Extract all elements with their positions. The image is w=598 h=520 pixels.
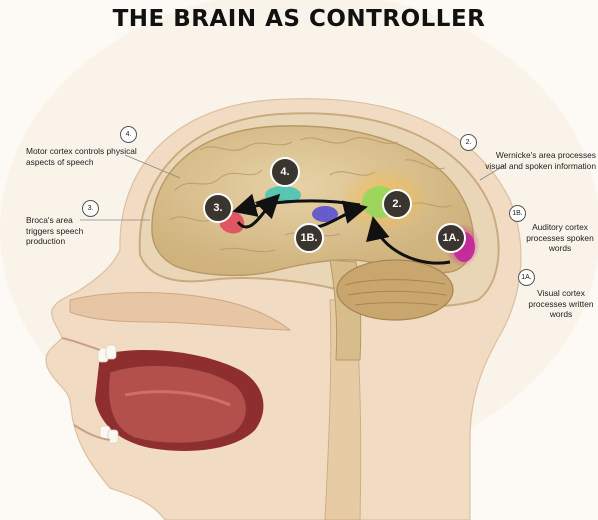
callout-number: 2. (460, 134, 477, 151)
callout-motor-cortex: 4. (120, 126, 270, 146)
badge-1a-label: 1A. (442, 232, 459, 244)
badge-2-label: 2. (392, 198, 401, 210)
badge-4: 4. (271, 158, 299, 186)
page-title: THE BRAIN AS CONTROLLER (0, 6, 598, 32)
callout-visual: 1A. (518, 269, 558, 289)
badge-1b: 1B. (295, 224, 323, 252)
badge-3: 3. (204, 194, 232, 222)
badge-3-label: 3. (213, 202, 222, 214)
callout-number: 4. (120, 126, 137, 143)
badge-1a: 1A. (437, 224, 465, 252)
callout-motor-cortex-text: Motor cortex controls physical aspects o… (26, 146, 138, 167)
callout-number: 1B. (509, 205, 526, 222)
callout-visual-text: Visual cortex processes written words (526, 288, 596, 320)
cerebellum (337, 260, 453, 320)
callout-auditory-text: Auditory cortex processes spoken words (522, 222, 598, 254)
badge-2: 2. (383, 190, 411, 218)
badge-1b-label: 1B. (300, 232, 317, 244)
callout-broca-text: Broca's area triggers speech production (26, 215, 96, 247)
callout-number: 1A. (518, 269, 535, 286)
badge-4-label: 4. (280, 166, 289, 178)
callout-wernicke-text: Wernicke's area processes visual and spo… (478, 150, 596, 171)
